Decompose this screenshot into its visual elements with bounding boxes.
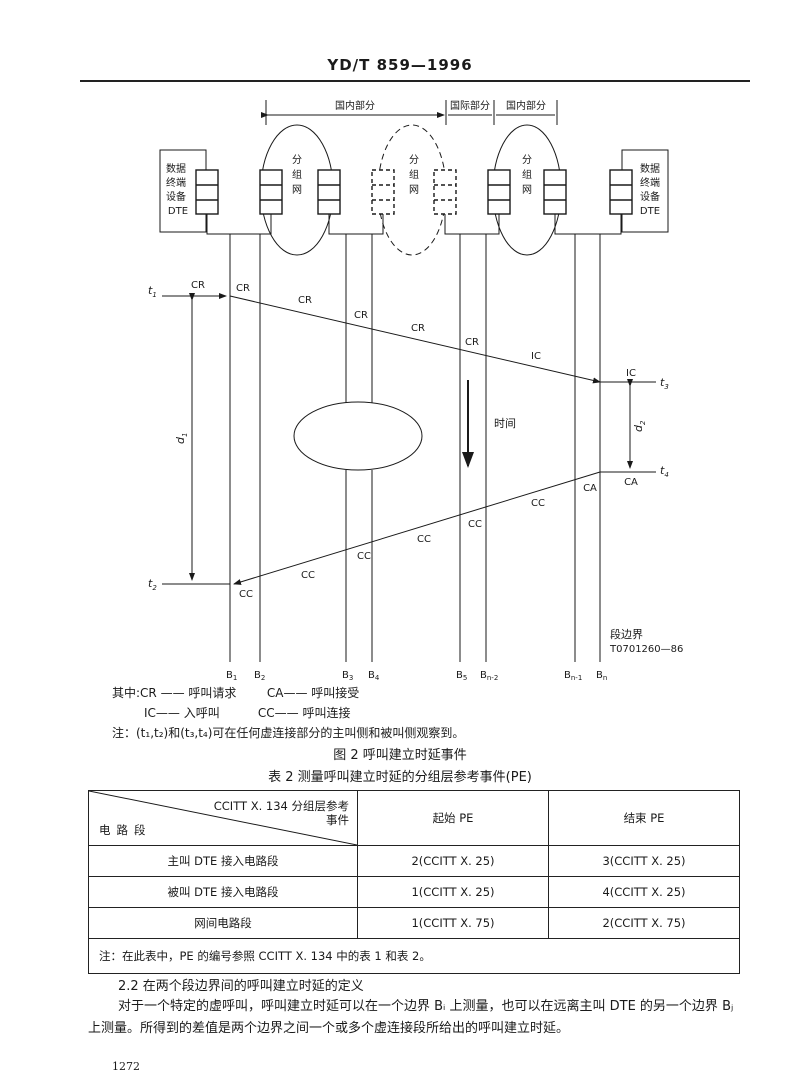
stack-6 — [487, 169, 511, 215]
cc-slope — [233, 471, 601, 585]
stack-5 — [433, 169, 457, 215]
t4-label: t4 — [660, 464, 669, 479]
msg-ic-2: IC — [626, 368, 636, 379]
stack-dte-right — [609, 169, 633, 215]
dte-right-c4: DTE — [640, 206, 660, 217]
row-end: 2(CCITT X. 75) — [548, 907, 740, 939]
figure-code: T0701260—86 — [609, 644, 683, 655]
figure-note: 注：(t₁,t₂)和(t₃,t₄)可在任何虚连接部分的主叫侧和被叫侧观察到。 — [112, 726, 465, 740]
row-end: 3(CCITT X. 25) — [548, 845, 740, 877]
net1-char3: 网 — [292, 184, 302, 196]
msg-cr-2: CR — [236, 283, 250, 294]
table-title: 表 2 测量呼叫建立时延的分组层参考事件(PE) — [268, 770, 532, 785]
segment-domestic-right: 国内部分 — [506, 99, 546, 112]
header-top-2: 事件 — [326, 813, 349, 827]
dte-left-c1: 数据 — [166, 162, 186, 175]
figure-caption: 图 2 呼叫建立时延事件 — [333, 748, 467, 763]
stack-4 — [371, 169, 395, 215]
msg-cc-1: CC — [531, 498, 545, 509]
row-start: 1(CCITT X. 25) — [357, 876, 549, 908]
legend-line-1: 其中:CR —— 呼叫请求 CA—— 呼叫接受 — [112, 686, 360, 700]
cr-slope — [229, 295, 601, 384]
row-segment: 被叫 DTE 接入电路段 — [88, 876, 358, 908]
net3-char1: 分 — [522, 154, 532, 166]
net2-char1: 分 — [409, 154, 419, 166]
label-bn-1: Bn-1 — [564, 670, 582, 682]
row-start: 1(CCITT X. 75) — [357, 907, 549, 939]
net1-char1: 分 — [292, 154, 302, 166]
header-rule — [80, 80, 750, 82]
dte-left-c2: 终端 — [166, 176, 186, 189]
msg-cr-1: CR — [191, 280, 205, 291]
net3-char3: 网 — [522, 184, 532, 196]
dte-right-c1: 数据 — [640, 162, 660, 175]
legend-line-2: IC—— 入呼叫 CC—— 呼叫连接 — [144, 706, 351, 720]
segment-bracket — [261, 100, 558, 125]
dte-right-c2: 终端 — [640, 176, 660, 189]
section-heading: 2.2 在两个段边界间的呼叫建立时延的定义 — [118, 979, 364, 994]
t2-label: t2 — [148, 577, 157, 592]
page-header: YD/T 859—1996 — [327, 56, 473, 74]
t1-label: t1 — [148, 284, 157, 299]
table-header-diagonal: CCITT X. 134 分组层参考事件 电路段 — [88, 790, 358, 846]
net2-char3: 网 — [409, 184, 419, 196]
t3-label: t3 — [660, 376, 669, 391]
row-segment: 网间电路段 — [88, 907, 358, 939]
col-end-header: 结束 PE — [548, 790, 740, 846]
page-number: 1272 — [112, 1060, 140, 1073]
net3-char2: 组 — [522, 168, 532, 181]
segment-domestic-left: 国内部分 — [335, 99, 375, 112]
msg-cc-5: CC — [301, 570, 315, 581]
dte-left-c4: DTE — [168, 206, 188, 217]
row-segment: 主叫 DTE 接入电路段 — [88, 845, 358, 877]
label-b5: B5 — [456, 670, 467, 682]
net1-char2: 组 — [292, 168, 302, 181]
msg-cr-5: CR — [411, 323, 425, 334]
dte-right-c3: 设备 — [640, 190, 660, 203]
msg-cr-3: CR — [298, 295, 312, 306]
row-end: 4(CCITT X. 25) — [548, 876, 740, 908]
msg-cr-6: CR — [465, 337, 479, 348]
label-b2: B2 — [254, 670, 265, 682]
time-label: 时间 — [494, 417, 516, 430]
net2-char2: 组 — [409, 168, 419, 181]
msg-cc-4: CC — [357, 551, 371, 562]
dte-left-c3: 设备 — [166, 190, 186, 203]
table-note: 注：在此表中，PE 的编号参照 CCITT X. 134 中的表 1 和表 2。 — [88, 938, 740, 974]
msg-cc-3: CC — [417, 534, 431, 545]
stack-3 — [317, 169, 341, 215]
msg-ca-1: CA — [624, 477, 638, 488]
table-row: 主叫 DTE 接入电路段 2(CCITT X. 25) 3(CCITT X. 2… — [88, 845, 740, 877]
d1-label: d1 — [174, 433, 189, 444]
label-bn: Bn — [596, 670, 607, 682]
stack-7 — [543, 169, 567, 215]
central-network-ellipse — [293, 401, 423, 471]
label-b3: B3 — [342, 670, 353, 682]
stack-2 — [259, 169, 283, 215]
table-row: 网间电路段 1(CCITT X. 75) 2(CCITT X. 75) — [88, 907, 740, 939]
label-b1: B1 — [226, 670, 237, 682]
msg-cr-4: CR — [354, 310, 368, 321]
pe-table: CCITT X. 134 分组层参考事件 电路段 起始 PE 结束 PE 主叫 … — [88, 790, 740, 974]
section-paragraph: 对于一个特定的虚呼叫，呼叫建立时延可以在一个边界 Bᵢ 上测量，也可以在远离主叫… — [88, 999, 734, 1036]
msg-ca-2: CA — [583, 483, 597, 494]
header-top-1: CCITT X. 134 分组层参考 — [213, 799, 349, 813]
msg-cc-2: CC — [468, 519, 482, 530]
table-row: 被叫 DTE 接入电路段 1(CCITT X. 25) 4(CCITT X. 2… — [88, 876, 740, 908]
d2-label: d2 — [632, 420, 647, 432]
segment-international: 国际部分 — [450, 99, 490, 112]
label-b4: B4 — [368, 670, 380, 682]
stack-dte-left — [195, 169, 219, 215]
msg-ic-1: IC — [531, 351, 541, 362]
row-start: 2(CCITT X. 25) — [357, 845, 549, 877]
stack-links — [206, 214, 622, 235]
col-start-header: 起始 PE — [357, 790, 549, 846]
msg-cc-6: CC — [239, 589, 253, 600]
label-bn-2: Bn-2 — [480, 670, 498, 682]
header-left: 电路段 — [99, 823, 152, 837]
call-setup-diagram: 国内部分 国际部分 国内部分 分 组 网 分 组 网 分 组 网 数据 终端 设… — [148, 99, 683, 682]
boundary-note: 段边界 — [610, 627, 643, 641]
boundary-lines — [229, 234, 601, 662]
